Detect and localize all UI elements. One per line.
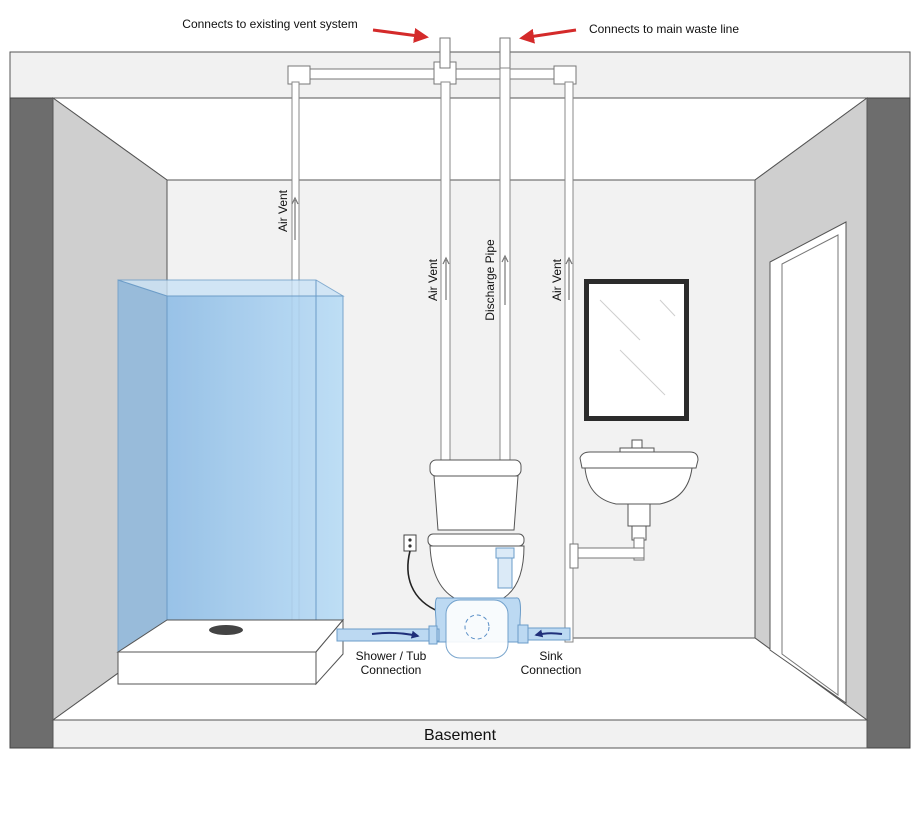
mirror-glass bbox=[589, 284, 684, 416]
basement-slab bbox=[52, 719, 868, 749]
macerator-pump bbox=[434, 547, 521, 659]
air-vent-right-pipe bbox=[564, 81, 574, 643]
vent-system-label: Connects to existing vent system bbox=[182, 17, 357, 31]
shower-inlet-coupling bbox=[428, 625, 438, 645]
ceiling-inner bbox=[51, 97, 869, 181]
left-outer-wall bbox=[9, 97, 54, 749]
sink-connection-label-line2: Connection bbox=[521, 663, 582, 677]
basement-label: Basement bbox=[424, 727, 497, 744]
power-cord bbox=[407, 550, 441, 613]
ceiling-pipes bbox=[287, 37, 577, 85]
pipe-flow-marks bbox=[291, 196, 573, 305]
shower-connection-label-line2: Connection bbox=[361, 663, 422, 677]
electrical-outlet-icon bbox=[403, 534, 417, 552]
shower-stall bbox=[116, 279, 345, 686]
waste-line-label: Connects to main waste line bbox=[589, 22, 739, 36]
shower-drain bbox=[209, 625, 243, 635]
shower-flow-arrow bbox=[371, 630, 420, 639]
air-vent-center-label: Air Vent bbox=[426, 258, 440, 301]
shower-connection-label-line1: Shower / Tub bbox=[356, 649, 427, 663]
mirror-reflections bbox=[599, 299, 676, 396]
sink-inlet-coupling bbox=[517, 624, 529, 644]
vent-system-arrow bbox=[372, 27, 429, 43]
sink-connection-label-line1: Sink bbox=[539, 649, 563, 663]
door bbox=[781, 234, 839, 696]
air-vent-left-label: Air Vent bbox=[276, 189, 290, 232]
waste-line-arrow bbox=[519, 28, 577, 44]
shower-inlet-pipe bbox=[336, 628, 440, 642]
discharge-pipe-label: Discharge Pipe bbox=[483, 239, 497, 321]
sink bbox=[579, 439, 699, 541]
sink-flow-arrow bbox=[534, 629, 563, 638]
air-vent-right-label: Air Vent bbox=[550, 258, 564, 301]
right-outer-wall bbox=[866, 97, 911, 749]
